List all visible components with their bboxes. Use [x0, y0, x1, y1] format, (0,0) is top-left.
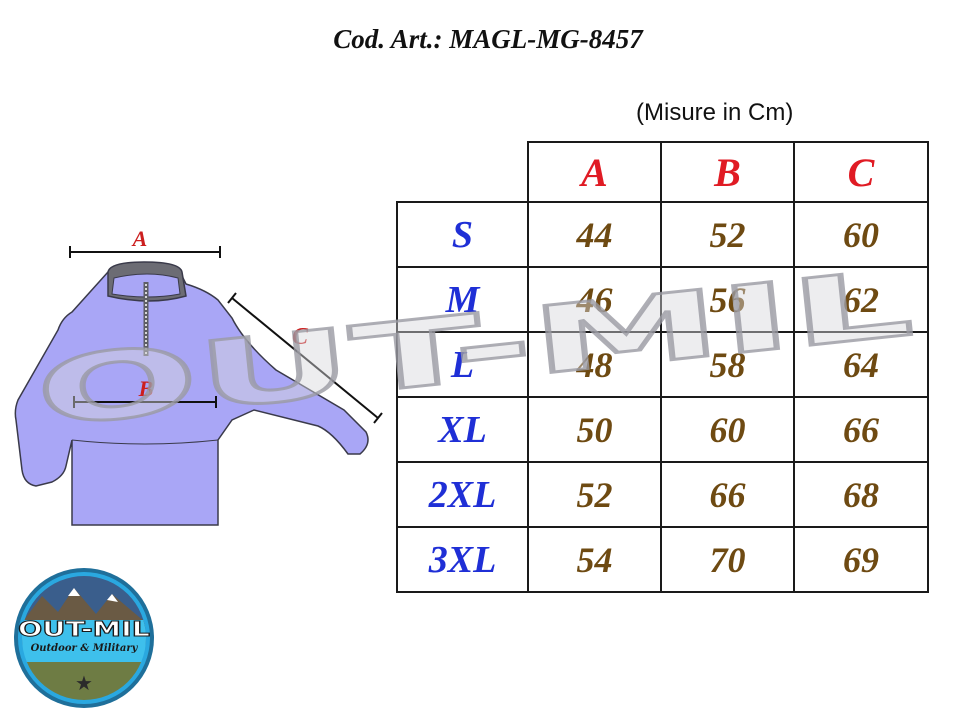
value-cell: 69 [793, 526, 929, 593]
header-corner-cell [397, 142, 529, 203]
measure-b-label: B [138, 376, 154, 401]
table-row: 3XL 54 70 69 [396, 526, 929, 593]
logo-tagline: Outdoor & Military [31, 643, 139, 654]
table-header-row: A B C [397, 141, 929, 203]
logo-snow-peak-2 [107, 594, 118, 602]
value-cell: 48 [527, 331, 662, 398]
value-cell: 66 [660, 461, 795, 528]
logo-band [22, 620, 146, 664]
column-header-b: B [660, 141, 795, 203]
table-row: S 44 52 60 [396, 201, 929, 268]
measure-c-line [231, 297, 379, 419]
value-cell: 70 [660, 526, 795, 593]
size-label: XL [396, 396, 529, 463]
value-cell: 60 [660, 396, 795, 463]
size-chart-table: A B C S 44 52 60 M 46 56 62 L 48 58 64 X… [396, 141, 929, 593]
value-cell: 68 [793, 461, 929, 528]
value-cell: 50 [527, 396, 662, 463]
units-note: (Misure in Cm) [636, 99, 794, 126]
size-label: S [396, 201, 529, 268]
measure-c-tick-bottom [373, 412, 383, 424]
value-cell: 52 [660, 201, 795, 268]
garment-body [14, 271, 369, 526]
garment-diagram: A B C [14, 226, 383, 526]
size-label: M [396, 266, 529, 333]
table-row: L 48 58 64 [396, 331, 929, 398]
value-cell: 66 [793, 396, 929, 463]
garment-hem-line [71, 439, 219, 445]
size-label: 2XL [396, 461, 529, 528]
value-cell: 52 [527, 461, 662, 528]
table-row: 2XL 52 66 68 [396, 461, 929, 528]
column-header-c: C [793, 141, 929, 203]
value-cell: 54 [527, 526, 662, 593]
table-row: XL 50 60 66 [396, 396, 929, 463]
value-cell: 62 [793, 266, 929, 333]
size-label: 3XL [396, 526, 529, 593]
logo-mountains [22, 588, 146, 628]
article-code-title: Cod. Art.: MAGL-MG-8457 [333, 24, 643, 54]
table-row: M 46 56 62 [396, 266, 929, 333]
value-cell: 64 [793, 331, 929, 398]
value-cell: 44 [527, 201, 662, 268]
measure-c-tick-top [227, 292, 237, 304]
value-cell: 46 [527, 266, 662, 333]
value-cell: 60 [793, 201, 929, 268]
outmil-logo: ★ OUT-MIL Outdoor & Military [14, 568, 154, 708]
measure-a-label: A [131, 226, 148, 251]
size-label: L [396, 331, 529, 398]
column-header-a: A [527, 141, 662, 203]
logo-name: OUT-MIL [18, 617, 150, 641]
value-cell: 56 [660, 266, 795, 333]
measure-c-label: C [292, 324, 309, 350]
logo-snow-peak [68, 588, 80, 596]
logo-star-icon: ★ [75, 671, 93, 695]
value-cell: 58 [660, 331, 795, 398]
